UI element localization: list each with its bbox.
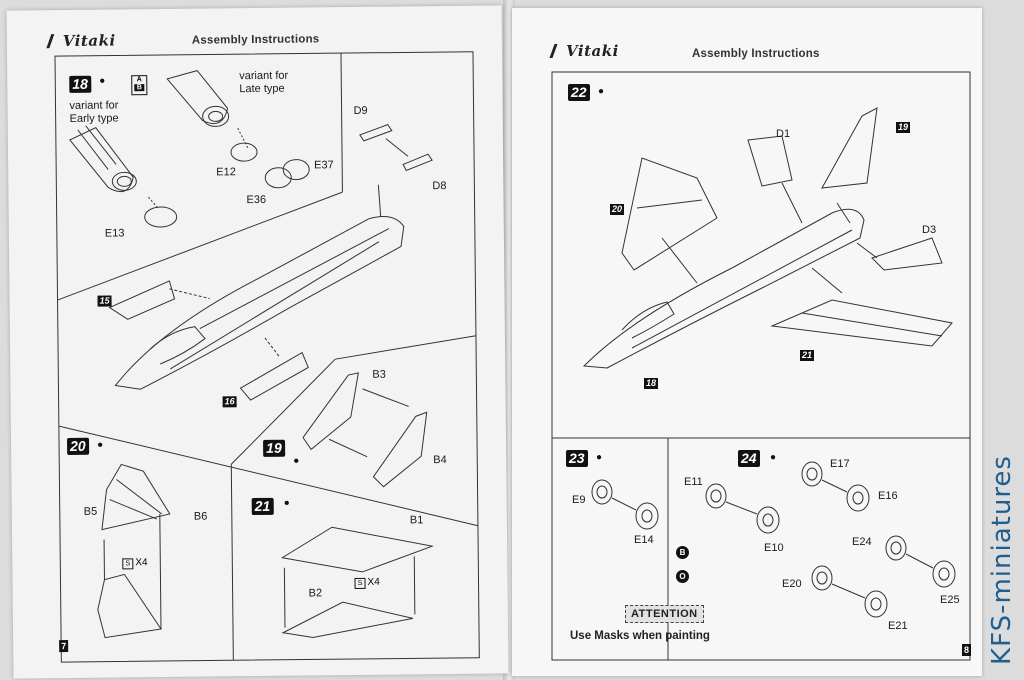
step-23-badge: 23 [566, 450, 588, 467]
left-frame [54, 51, 480, 663]
variant-early-line2: Early type [69, 112, 119, 125]
ref-part-21: 21 [800, 350, 815, 361]
ref-part-19: 19 [896, 122, 911, 133]
brand-logo: Vitaki [549, 42, 619, 60]
part-label-e21: E21 [888, 620, 908, 632]
variant-early-line1: variant for [69, 99, 119, 112]
part-label-e14: E14 [634, 534, 654, 546]
part-label-e9: E9 [572, 494, 586, 506]
right-page-drawings [551, 71, 971, 661]
right-page: Vitaki Assembly Instructions [512, 8, 982, 676]
nozzle-early [69, 125, 137, 193]
part-b4-shape [372, 411, 428, 488]
nozzle-late [166, 70, 230, 127]
part-b2-shape [281, 601, 414, 638]
part-label-e10: E10 [764, 542, 784, 554]
ref-part-18: 18 [644, 378, 659, 389]
part-label-e12: E12 [216, 166, 236, 179]
page-number: 7 [59, 639, 69, 653]
part-b6-shape [97, 573, 162, 639]
step-20-badge: 20 [66, 437, 89, 455]
glue-icon: ● [596, 452, 603, 463]
part-label-b5: B5 [83, 505, 98, 518]
left-page: Vitaki Assembly Instructions [6, 5, 509, 679]
glue-icon: ● [97, 439, 104, 451]
step-19-badge: 19 [263, 439, 285, 457]
divider-step20 [58, 425, 479, 527]
fuselage-step18 [114, 215, 405, 390]
variant-late-line1: variant for [239, 69, 289, 83]
part-d1-shape [747, 135, 793, 187]
part-19-shape [821, 107, 878, 189]
page-header: Assembly Instructions [692, 48, 820, 60]
part-label-e37: E37 [314, 159, 334, 172]
step-22-badge: 22 [568, 84, 590, 101]
part-label-e25: E25 [940, 594, 960, 606]
part-label-d1: D1 [776, 128, 791, 140]
ref-part-20: 20 [610, 204, 625, 215]
left-page-drawings [54, 51, 480, 663]
part-label-d9: D9 [353, 104, 368, 117]
part-label-b6: B6 [193, 510, 208, 523]
part-label-d3: D3 [922, 224, 937, 236]
part-b3-shape [302, 372, 359, 451]
ab-b: B [134, 84, 144, 92]
part-15-shape [108, 280, 176, 320]
part-e36-shape [264, 167, 292, 189]
ref-part-15: 15 [97, 295, 112, 307]
ab-a: A [136, 76, 142, 84]
glue-icon: ● [293, 455, 300, 467]
part-d9-shape [359, 124, 393, 142]
part-label-e24: E24 [852, 536, 872, 548]
step-24-badge: 24 [738, 450, 760, 467]
fuselage-step22 [582, 208, 865, 369]
right-frame [551, 71, 971, 661]
part-d8-shape [402, 153, 433, 172]
glue-icon: ● [99, 75, 106, 87]
part-20-shape [621, 157, 718, 271]
step-18-badge: 18 [69, 75, 91, 93]
mask-icon: S [122, 558, 134, 570]
part-label-e13: E13 [104, 227, 125, 240]
attention-label: ATTENTION [625, 605, 704, 623]
part-label-b3: B3 [372, 368, 386, 381]
divider-step18 [57, 191, 343, 301]
part-b5-shape [101, 463, 171, 531]
part-e12-shape [230, 142, 258, 162]
part-label-b1: B1 [409, 514, 424, 527]
variant-mark-o: O [676, 570, 689, 583]
part-16-shape [239, 351, 309, 401]
part-21-shape [770, 299, 953, 347]
glue-icon: ● [770, 452, 777, 463]
part-b1-shape [280, 526, 435, 573]
glue-icon: ● [283, 497, 290, 509]
part-label-e11: E11 [684, 476, 703, 488]
watermark: KFS-miniatures [987, 455, 1017, 665]
part-label-b4: B4 [433, 454, 447, 467]
part-label-b2: B2 [308, 587, 323, 600]
mask-note: Use Masks when painting [570, 630, 710, 642]
part-label-e36: E36 [246, 193, 267, 207]
part-label-d8: D8 [432, 180, 447, 193]
page-number: 8 [962, 644, 972, 656]
part-label-e16: E16 [878, 490, 898, 502]
variant-mark-b: B [676, 546, 689, 559]
glue-icon: ● [598, 86, 605, 97]
part-e13-shape [144, 206, 178, 228]
mask-icon: S [354, 577, 366, 589]
part-e37-shape [282, 159, 310, 181]
part-d3-shape [871, 237, 943, 271]
variant-late-line2: Late type [239, 82, 285, 96]
step-21-badge: 21 [251, 497, 274, 516]
part-label-e17: E17 [830, 458, 850, 470]
ref-part-16: 16 [222, 396, 237, 408]
part-label-e20: E20 [782, 578, 802, 590]
